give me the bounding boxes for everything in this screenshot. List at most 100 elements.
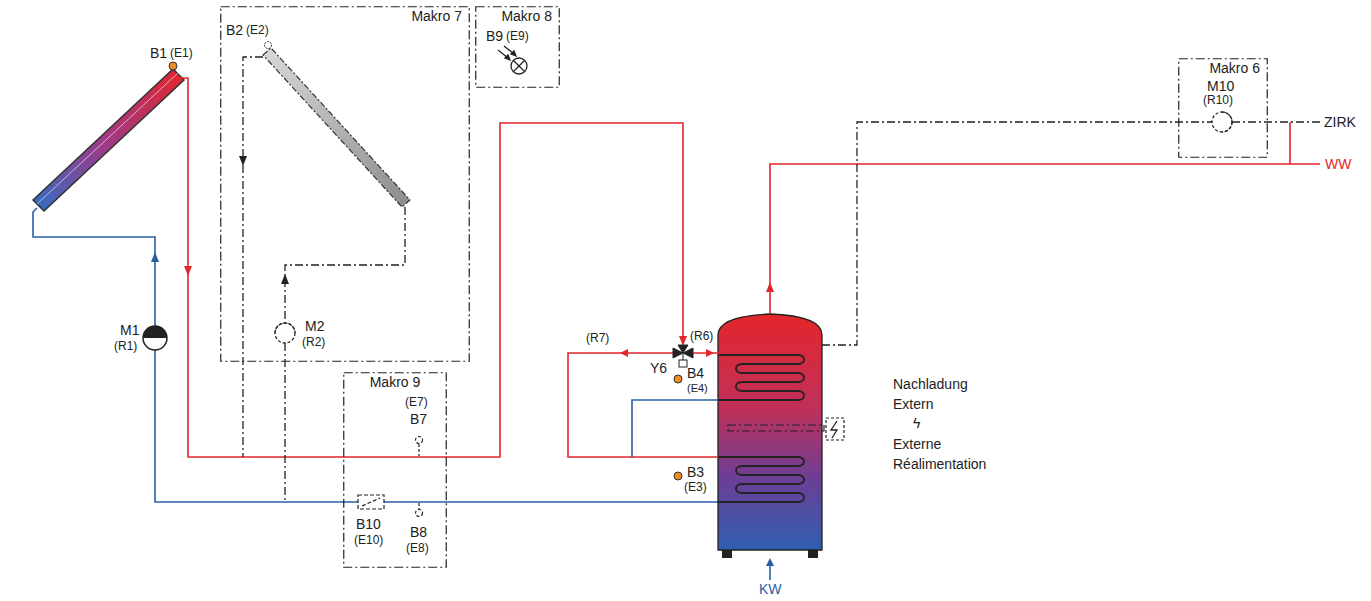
note-text: ϟ xyxy=(913,415,920,431)
optional-pipe xyxy=(243,57,263,457)
solar-collector xyxy=(33,69,184,211)
return-pipe xyxy=(151,252,159,262)
relay-label: (R10) xyxy=(1203,94,1233,108)
pump-symbol xyxy=(143,326,167,350)
three-way-valve xyxy=(678,345,688,353)
macro-group-box: Makro 6 xyxy=(1178,58,1268,158)
valve-pipe xyxy=(690,353,718,355)
sensor-label: B4 xyxy=(687,365,704,381)
sensor-label: B9 xyxy=(486,28,503,44)
pump-label: M2 xyxy=(305,318,324,334)
storage-tank xyxy=(718,314,822,558)
input-label: (E9) xyxy=(506,30,529,44)
relay-label: (R6) xyxy=(690,330,713,344)
optional-sensor xyxy=(418,444,419,456)
macro-outline xyxy=(476,7,560,88)
solar-collector xyxy=(33,69,184,211)
electric-heater xyxy=(826,418,844,440)
optional-collector xyxy=(263,48,410,207)
irradiation-sensor xyxy=(513,60,525,72)
heat-exchanger-coil xyxy=(718,457,804,502)
flow-arrow xyxy=(281,274,289,284)
pipe-label: ZIRK xyxy=(1324,114,1356,130)
optional-pipe xyxy=(243,57,405,502)
lightning-symbol xyxy=(831,421,837,438)
cold-water-pipe xyxy=(766,558,774,580)
valve-label: Y6 xyxy=(650,360,667,376)
macro-heading: Makro 6 xyxy=(1207,60,1262,77)
storage-tank xyxy=(722,550,732,558)
macro-group-box: Makro 8 xyxy=(475,6,560,88)
irradiation-sensor xyxy=(505,55,510,60)
input-label: (E7) xyxy=(405,396,428,410)
flow-pipe xyxy=(184,266,192,276)
flow-arrow xyxy=(239,156,247,166)
optional-pipe xyxy=(284,343,285,502)
irradiation-sensor xyxy=(513,60,525,72)
electric-heater xyxy=(728,425,824,431)
solar-collector xyxy=(37,73,178,204)
note-text: Externe xyxy=(893,436,941,452)
cold-water-pipe xyxy=(766,558,774,566)
note-text: Réalimentation xyxy=(893,456,986,472)
sensor-label: B3 xyxy=(687,464,704,480)
input-label: (E3) xyxy=(684,481,707,495)
input-label: (E2) xyxy=(246,24,269,38)
irradiation-sensor xyxy=(498,46,527,74)
return-pipe xyxy=(33,208,155,326)
valve-pipe xyxy=(620,349,628,357)
pump-symbol xyxy=(143,326,167,350)
note-text: Nachladung xyxy=(893,376,968,392)
note-text: Extern xyxy=(893,396,933,412)
valve-pipe xyxy=(568,353,718,457)
optional-pump-symbol xyxy=(1212,112,1232,132)
hot-water-pipe xyxy=(766,122,1320,314)
optional-pump-symbol xyxy=(1212,112,1232,132)
optional-pump-symbol xyxy=(275,323,295,343)
optional-pump-symbol xyxy=(275,323,295,343)
three-way-valve xyxy=(683,353,684,360)
optional-sensor xyxy=(416,437,423,444)
optional-collector xyxy=(263,48,410,207)
heat-exchanger-coil xyxy=(718,355,804,400)
storage-tank xyxy=(718,314,822,550)
irradiation-sensor xyxy=(511,58,527,74)
macro-outline xyxy=(221,7,470,362)
temperature-sensor xyxy=(169,62,177,70)
pump-symbol xyxy=(143,326,167,338)
optional-sensor xyxy=(416,510,423,517)
macro-outline xyxy=(220,6,470,362)
electric-heater xyxy=(728,418,844,440)
optional-pump-symbol xyxy=(275,323,295,333)
macro-heading: Makro 9 xyxy=(368,374,423,391)
relay-label: (R7) xyxy=(586,332,609,346)
hot-water-pipe xyxy=(1289,122,1291,164)
sensor-label: B2 xyxy=(226,22,243,38)
pump-label: M1 xyxy=(120,322,139,338)
hot-water-pipe xyxy=(770,164,1320,314)
relay-label: (R2) xyxy=(302,336,325,350)
three-way-valve xyxy=(673,345,693,367)
pump-label: M10 xyxy=(1207,78,1234,94)
sensor-label: B1 xyxy=(150,45,167,61)
three-way-valve xyxy=(679,360,687,367)
storage-tank xyxy=(808,550,818,558)
valve-pipe xyxy=(706,349,714,357)
flow-pipe xyxy=(180,78,683,457)
input-label: (E4) xyxy=(687,382,708,395)
flow-meter xyxy=(358,495,384,509)
pipe-label: KW xyxy=(759,581,782,597)
input-label: (E8) xyxy=(406,542,429,556)
temperature-sensor xyxy=(674,375,682,383)
temperature-sensor xyxy=(674,472,682,480)
hot-water-pipe xyxy=(766,282,774,292)
sensor-label: B10 xyxy=(356,516,381,532)
return-pipe xyxy=(33,208,720,502)
temperature-sensor xyxy=(265,42,272,49)
macro-outline xyxy=(344,373,447,568)
sensor-label: B7 xyxy=(410,411,427,427)
optional-pump-symbol xyxy=(1222,112,1232,132)
irradiation-sensor xyxy=(511,51,516,56)
circulation-pipe xyxy=(822,122,1212,345)
circulation-pipe xyxy=(1232,121,1320,122)
